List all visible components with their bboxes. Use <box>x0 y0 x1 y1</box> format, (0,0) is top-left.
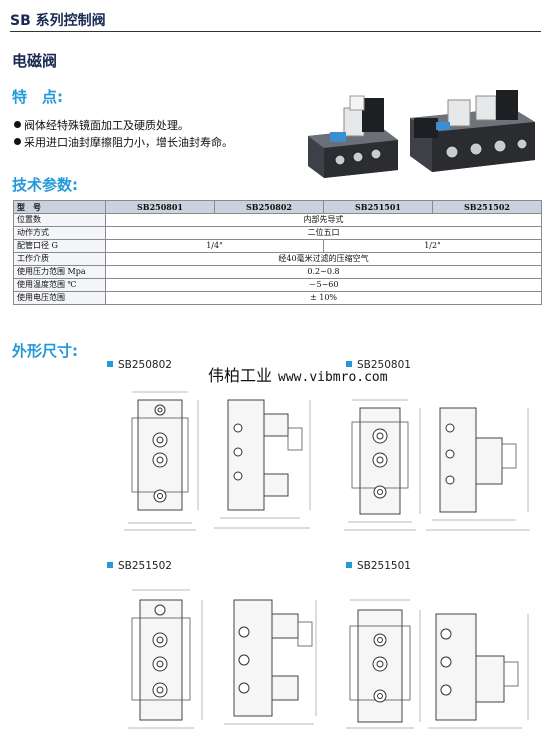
row-label: 动作方式 <box>13 226 106 240</box>
product-name: 电磁阀 <box>12 52 58 70</box>
bullet-icon <box>14 138 21 145</box>
row-value: 内部先导式 <box>105 213 542 227</box>
table-row: 工作介质 经40毫米过滤的压缩空气 <box>13 252 542 266</box>
feature-text: 采用进口油封摩擦阻力小，增长油封寿命。 <box>24 136 233 149</box>
spec-table: 型 号 SB250801 SB250802 SB251501 SB251502 … <box>13 200 542 305</box>
feature-bullet: 采用进口油封摩擦阻力小，增长油封寿命。 <box>14 134 233 150</box>
square-icon <box>107 562 113 568</box>
column-header: SB251501 <box>323 200 433 214</box>
features-heading: 特 点: <box>12 88 63 106</box>
row-label: 工作介质 <box>13 252 106 266</box>
params-heading: 技术参数: <box>12 176 78 194</box>
drawing-sb251501-front <box>346 599 421 729</box>
diagram-label: SB251501 <box>346 560 411 572</box>
column-header: 型 号 <box>13 200 106 214</box>
feature-bullet: 阀体经特殊镜面加工及硬质处理。 <box>14 117 189 133</box>
row-value: 二位五口 <box>105 226 542 240</box>
series-title: SB 系列控制阀 <box>10 13 106 29</box>
drawing-sb251501-side <box>428 613 529 729</box>
diagram-label: SB251502 <box>107 560 172 572</box>
table-row: 使用压力范围 Mpa 0.2~0.8 <box>13 265 542 279</box>
drawing-sb250801-side <box>426 407 530 531</box>
row-label: 位置数 <box>13 213 106 227</box>
diagram-label: SB250802 <box>107 359 172 371</box>
row-value: ± 10% <box>105 291 542 305</box>
drawing-sb250802-side <box>214 399 311 529</box>
header-divider <box>10 31 541 32</box>
row-value: －5~60 <box>105 278 542 292</box>
table-row: 位置数 内部先导式 <box>13 213 542 227</box>
drawing-sb251502-front <box>128 589 203 729</box>
row-value: 1/4" <box>105 239 324 253</box>
feature-text: 阀体经特殊镜面加工及硬质处理。 <box>24 119 189 132</box>
dimensions-heading: 外形尺寸: <box>12 342 78 360</box>
table-row: 使用电压范围 ± 10% <box>13 291 542 305</box>
column-header: SB250802 <box>214 200 324 214</box>
row-label: 使用压力范围 Mpa <box>13 265 106 279</box>
drawing-sb250802-front <box>124 391 199 531</box>
table-row: 使用温度范围 ℃ －5~60 <box>13 278 542 292</box>
square-icon <box>107 361 113 367</box>
row-label: 使用温度范围 ℃ <box>13 278 106 292</box>
table-row: 动作方式 二位五口 <box>13 226 542 240</box>
square-icon <box>346 361 352 367</box>
column-header: SB251502 <box>432 200 542 214</box>
drawing-sb251502-side <box>224 599 317 725</box>
valve-small-image <box>308 95 398 178</box>
dimension-drawings <box>124 391 530 729</box>
square-icon <box>346 562 352 568</box>
table-row: 配管口径 G 1/4" 1/2" <box>13 239 542 253</box>
row-value: 1/2" <box>323 239 542 253</box>
row-value: 经40毫米过滤的压缩空气 <box>105 252 542 266</box>
row-label: 配管口径 G <box>13 239 106 253</box>
column-header: SB250801 <box>105 200 215 214</box>
drawing-sb250801-front <box>344 399 421 531</box>
table-header-row: 型 号 SB250801 SB250802 SB251501 SB251502 <box>13 200 542 214</box>
row-value: 0.2~0.8 <box>105 265 542 279</box>
row-label: 使用电压范围 <box>13 291 106 305</box>
bullet-icon <box>14 121 21 128</box>
valve-large-image <box>410 90 535 172</box>
diagram-label: SB250801 <box>346 359 411 371</box>
product-photo <box>308 90 535 178</box>
